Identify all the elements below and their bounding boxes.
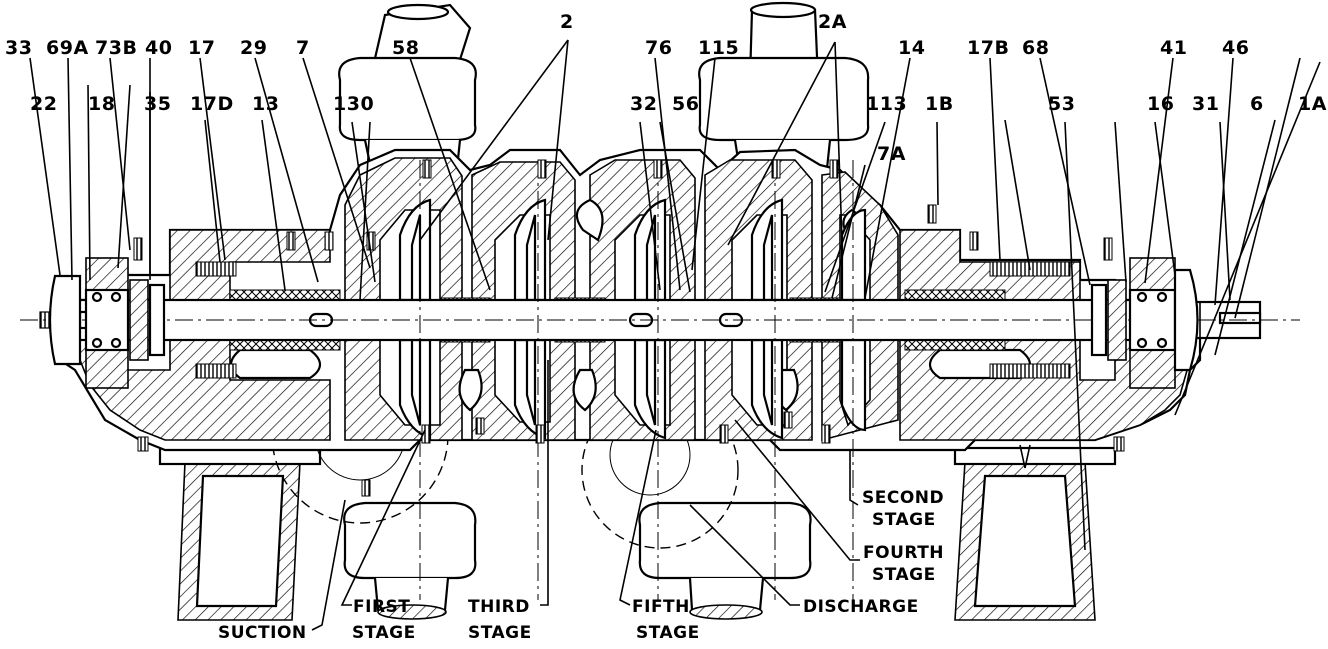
part-label: 17 — [188, 37, 215, 59]
part-label: 17D — [190, 93, 234, 115]
part-label: 7A — [877, 143, 906, 165]
part-label: 33 — [5, 37, 32, 59]
leader-lines — [29, 39, 1321, 631]
discharge-volute-outline — [581, 391, 739, 549]
part-labels: 33 69A 73B 40 17 29 7 58 2 76 115 2A 14 … — [5, 11, 1327, 165]
part-label: 73B — [95, 37, 137, 59]
part-label: 69A — [46, 37, 89, 59]
callout-discharge: DISCHARGE — [803, 597, 919, 617]
part-label: 1B — [925, 93, 954, 115]
part-label: 29 — [240, 37, 267, 59]
part-label: 1A — [1298, 93, 1327, 115]
part-label: 115 — [698, 37, 739, 59]
part-label: 113 — [866, 93, 907, 115]
impellers — [398, 198, 867, 440]
part-label: 76 — [645, 37, 672, 59]
left-bearing — [48, 257, 166, 389]
part-label: 6 — [1250, 93, 1264, 115]
part-label: 68 — [1022, 37, 1049, 59]
right-bearing — [1090, 257, 1199, 389]
part-label: 2A — [818, 11, 847, 33]
centerlines — [419, 160, 854, 600]
callout-first-stage-2: STAGE — [352, 623, 416, 643]
part-label: 46 — [1222, 37, 1249, 59]
callout-suction: SUCTION — [218, 623, 307, 643]
part-label: 130 — [333, 93, 374, 115]
left-pedestal — [158, 446, 322, 621]
callout-fourth-stage: FOURTH — [863, 543, 944, 563]
part-label: 40 — [145, 37, 172, 59]
part-label: 18 — [88, 93, 115, 115]
part-label: 17B — [967, 37, 1009, 59]
part-label: 2 — [560, 11, 574, 33]
part-label: 58 — [392, 37, 419, 59]
part-label: 31 — [1192, 93, 1219, 115]
part-label: 56 — [672, 93, 699, 115]
callout-fifth-stage: FIFTH — [632, 597, 690, 617]
part-label: 13 — [252, 93, 279, 115]
callout-second-stage-2: STAGE — [872, 510, 936, 530]
part-label: 16 — [1147, 93, 1174, 115]
callout-fourth-stage-2: STAGE — [872, 565, 936, 585]
part-label: 53 — [1048, 93, 1075, 115]
callout-fifth-stage-2: STAGE — [636, 623, 700, 643]
part-label: 41 — [1160, 37, 1187, 59]
callout-third-stage-2: STAGE — [468, 623, 532, 643]
callout-third-stage: THIRD — [468, 597, 530, 617]
stage-callouts: SECOND STAGE FOURTH STAGE FIRST STAGE TH… — [218, 488, 944, 643]
right-pedestal — [953, 444, 1117, 621]
part-label: 22 — [30, 93, 57, 115]
part-label: 7 — [296, 37, 310, 59]
callout-second-stage: SECOND — [862, 488, 944, 508]
callout-first-stage: FIRST — [353, 597, 410, 617]
part-label: 14 — [898, 37, 925, 59]
part-label: 32 — [630, 93, 657, 115]
part-label: 35 — [144, 93, 171, 115]
